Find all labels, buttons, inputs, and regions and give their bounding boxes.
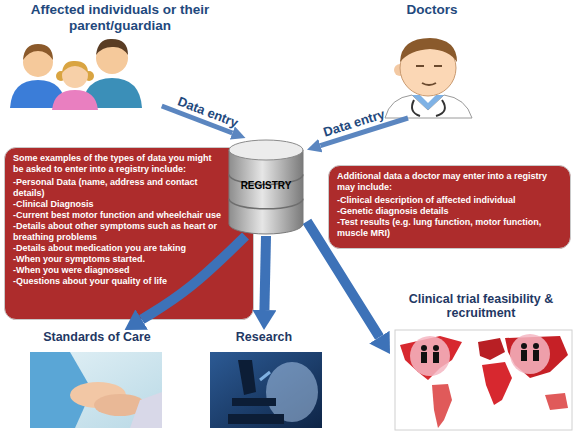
research-photo xyxy=(210,352,322,428)
patient-icons xyxy=(421,343,539,363)
patient-icon xyxy=(421,345,427,351)
list-item: -When you were diagnosed xyxy=(13,265,223,276)
continent xyxy=(400,336,462,380)
connector-group xyxy=(142,106,408,337)
heading-text: Clinical trial feasibility & recruitment xyxy=(390,292,572,321)
patient-icon xyxy=(421,352,427,363)
patient-icon xyxy=(521,350,527,361)
continent xyxy=(482,362,512,405)
patient-icon xyxy=(433,345,439,351)
patient-cluster xyxy=(510,334,550,374)
info-box: Additional data a doctor may enter into … xyxy=(328,165,571,249)
flow-arrow xyxy=(264,236,266,310)
doctor-shirt xyxy=(412,95,444,110)
list-item: -Clinical description of affected indivi… xyxy=(337,195,562,206)
heading-text: Doctors xyxy=(372,2,492,18)
group-heading: Doctors xyxy=(372,2,492,118)
patient-icon xyxy=(433,352,439,363)
researcher xyxy=(266,362,318,422)
edge-label: Data entry xyxy=(322,107,387,140)
outcome-panel: Clinical trial feasibility & recruitment xyxy=(390,292,572,430)
microscope-arm xyxy=(238,360,256,395)
person-hair xyxy=(23,44,53,60)
flow-arrow xyxy=(142,236,246,320)
continent xyxy=(545,393,568,410)
list-item: -Genetic diagnosis details xyxy=(337,206,562,217)
cylinder-band xyxy=(229,199,303,209)
list-item: -Details about other symptoms such as he… xyxy=(13,221,223,243)
patient-icon xyxy=(533,343,539,349)
heading-text: Affected individuals or their parent/gua… xyxy=(4,2,236,33)
outcome-panel: Research xyxy=(205,330,323,428)
outcome-panel: Standards of Care xyxy=(28,330,166,428)
doctor-coat xyxy=(385,95,472,118)
doctor-features xyxy=(416,66,442,85)
info-box: Some examples of the types of data you m… xyxy=(4,147,254,320)
list-item: -Current best motor function and wheelch… xyxy=(13,210,223,221)
list-item: -Clinical Diagnosis xyxy=(13,199,223,210)
cylinder-top xyxy=(229,140,303,160)
person-hair xyxy=(96,39,128,55)
microscope-highlight xyxy=(260,372,270,380)
list-item: -Details about medication you are taking xyxy=(13,243,223,254)
flow-arrow xyxy=(307,221,379,337)
person-body xyxy=(52,90,98,110)
person-hair xyxy=(62,61,88,73)
list-item: -When your symptoms started. xyxy=(13,254,223,265)
list-item: -Personal Data (name, address and contac… xyxy=(13,177,223,199)
patient-cluster xyxy=(410,336,450,376)
microscope-stage xyxy=(232,398,276,406)
data-entry-arrow xyxy=(320,118,408,146)
heading-text: REGISTRY xyxy=(225,180,307,191)
data-entry-arrow xyxy=(162,106,233,133)
patient-icon xyxy=(533,350,539,361)
list-item: -Questions about your quality of life xyxy=(13,276,223,287)
doctor-hair xyxy=(400,38,457,62)
continent xyxy=(478,338,505,360)
patient-icon xyxy=(521,343,527,349)
database-cylinder: REGISTRY xyxy=(225,138,307,236)
continent xyxy=(432,384,452,428)
heading-text: Some examples of the types of data you m… xyxy=(13,153,223,175)
stethoscope xyxy=(412,100,445,116)
heading-text: Standards of Care xyxy=(28,330,166,344)
patient-sleeve xyxy=(130,392,162,428)
map-frame xyxy=(395,330,572,430)
list-item: -Test results (e.g. lung function, motor… xyxy=(337,217,562,239)
care-photo xyxy=(30,352,162,428)
group-heading: Affected individuals or their parent/gua… xyxy=(4,2,236,106)
heading-text: Research xyxy=(205,330,323,344)
cylinder-body xyxy=(229,150,303,234)
microscope-base xyxy=(228,414,284,424)
edge-label: Data entry xyxy=(175,93,240,130)
heading-text: Additional data a doctor may enter into … xyxy=(337,171,562,193)
